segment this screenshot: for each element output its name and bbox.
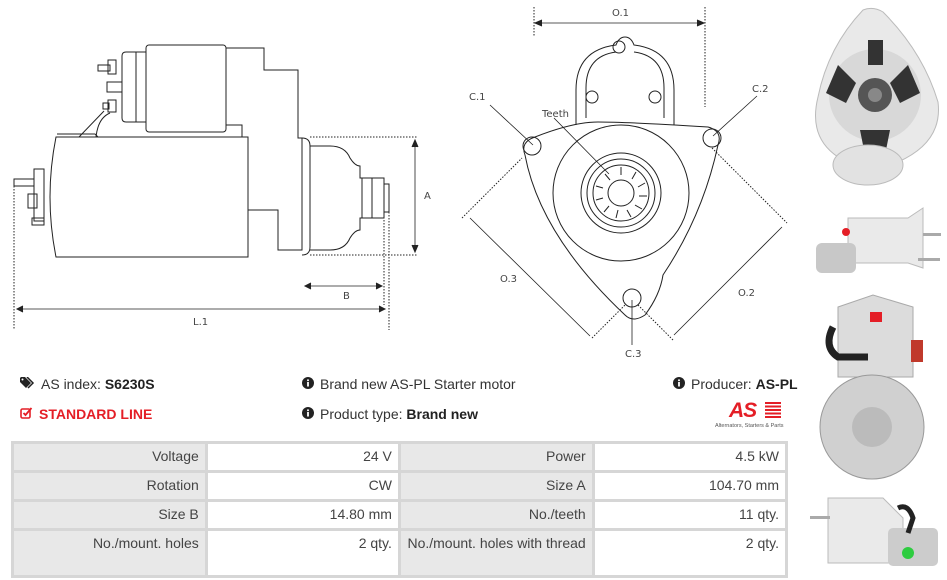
product-type: Product type: Brand new: [302, 406, 478, 422]
table-row: No./mount. holes 2 qty. No./mount. holes…: [11, 528, 789, 578]
label-c1: C.1: [469, 92, 486, 103]
info-icon: [302, 376, 314, 392]
side-view-drawing: A B L.1: [13, 44, 431, 330]
spec-value: CW: [204, 470, 401, 502]
product-type-value: Brand new: [406, 406, 478, 422]
product-photo-front: [815, 7, 939, 186]
dim-label-o1: O.1: [612, 8, 629, 19]
label-c2: C.2: [752, 84, 769, 95]
pinion-teeth: [595, 167, 647, 219]
dim-label-l1: L.1: [193, 317, 208, 328]
spec-value: 24 V: [204, 441, 401, 473]
spec-label: Size A: [397, 470, 595, 502]
dim-label-o2: O.2: [738, 288, 755, 299]
spec-value: 4.5 kW: [591, 441, 789, 473]
spec-value: 14.80 mm: [204, 499, 401, 531]
spec-value: 104.70 mm: [591, 470, 789, 502]
table-row: Rotation CW Size A 104.70 mm: [11, 470, 789, 502]
dim-label-b: B: [343, 291, 350, 302]
front-view-drawing: O.1 C.1 C.2 C.3 Teeth O.3 O.2: [461, 7, 788, 360]
spec-label: Power: [397, 441, 595, 473]
dim-label-a: A: [424, 191, 431, 202]
spec-label: No./mount. holes: [11, 528, 208, 578]
standard-line-label: STANDARD LINE: [39, 406, 153, 422]
as-index-value: S6230S: [104, 376, 155, 392]
spec-label: Size B: [11, 499, 208, 531]
checkbox-checked-icon: [20, 406, 33, 422]
standard-line-badge: STANDARD LINE: [20, 406, 152, 422]
logo-tagline: Alternators, Starters & Parts: [715, 423, 784, 429]
producer-label: Producer:: [691, 376, 752, 392]
producer: Producer: AS-PL: [673, 376, 798, 392]
spec-value: 2 qty.: [591, 528, 789, 578]
product-photo-side: [816, 207, 941, 273]
as-pl-logo: AS Alternators, Starters & Parts: [713, 399, 793, 433]
spec-value: 11 qty.: [591, 499, 789, 531]
product-type-label: Product type:: [320, 406, 403, 422]
as-index-label: AS index:: [41, 376, 101, 392]
info-icon: [673, 376, 685, 392]
description-text: Brand new AS-PL Starter motor: [320, 376, 516, 392]
tags-icon: [20, 376, 35, 392]
table-row: Size B 14.80 mm No./teeth 11 qty.: [11, 499, 789, 531]
info-icon: [302, 406, 314, 422]
dim-label-o3: O.3: [500, 274, 517, 285]
product-photo-side-opposite: [810, 497, 938, 566]
logo-text: AS: [729, 399, 757, 422]
product-photo-rear: [819, 294, 925, 480]
table-row: Voltage 24 V Power 4.5 kW: [11, 441, 789, 473]
spec-label: No./teeth: [397, 499, 595, 531]
spec-label: Voltage: [11, 441, 208, 473]
spec-value: 2 qty.: [204, 528, 401, 578]
spec-label: No./mount. holes with thread: [397, 528, 595, 578]
as-index: AS index: S6230S: [20, 376, 155, 392]
producer-value: AS-PL: [755, 376, 798, 392]
label-c3: C.3: [625, 349, 642, 360]
spec-label: Rotation: [11, 470, 208, 502]
label-teeth: Teeth: [541, 109, 569, 120]
description: Brand new AS-PL Starter motor: [302, 376, 516, 392]
specs-table: Voltage 24 V Power 4.5 kW Rotation CW Si…: [11, 441, 789, 578]
